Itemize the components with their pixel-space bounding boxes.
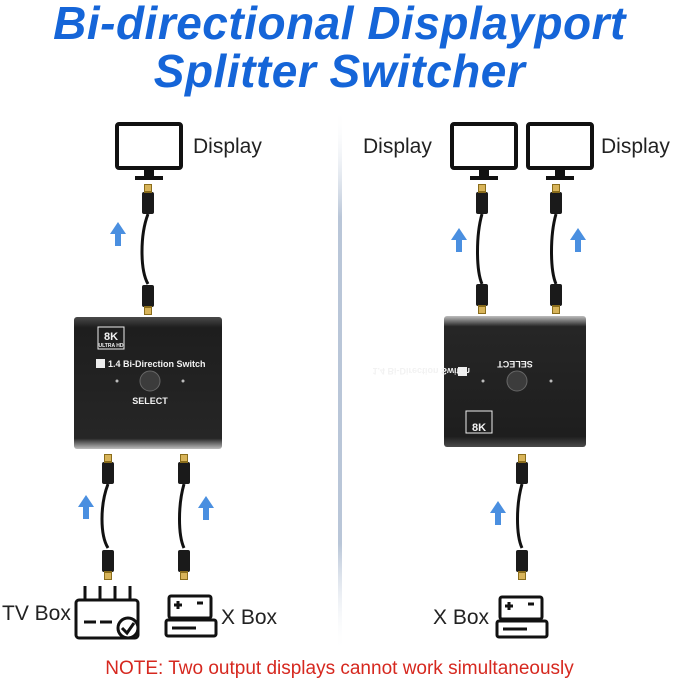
arrow-up-icon — [198, 496, 214, 520]
device-name: 1.4 Bi-Direction Switch — [372, 366, 470, 376]
display-monitor-icon — [450, 122, 518, 182]
device-select-label: SELECT — [132, 396, 168, 406]
title-line-2: Splitter Switcher — [153, 45, 526, 97]
arrow-up-icon — [78, 495, 94, 519]
cable-left-bottom-1 — [100, 454, 114, 580]
arrow-up-icon — [570, 228, 586, 252]
display-label: Display — [193, 135, 262, 158]
center-divider — [338, 108, 342, 653]
arrow-up-icon — [490, 501, 506, 525]
display-label: Display — [363, 135, 432, 158]
display-monitor-icon — [526, 122, 594, 182]
switch-device-left: 8K ULTRA HD 1.4 Bi-Direction Switch SELE… — [74, 317, 222, 449]
switch-device-right: SELECT 1.4 Bi-Direction Switch 8K — [372, 316, 586, 447]
device-name: 1.4 Bi-Direction Switch — [108, 359, 206, 369]
display-monitor-icon — [115, 122, 183, 182]
note-text: NOTE: Two output displays cannot work si… — [105, 658, 574, 679]
display-label: Display — [601, 135, 670, 158]
tv-box-label: TV Box — [2, 602, 71, 625]
x-box-label: X Box — [221, 606, 278, 629]
arrow-up-icon — [451, 228, 467, 252]
cable-right-top-2 — [550, 184, 562, 314]
device-badge: 8K — [472, 422, 486, 434]
arrow-up-icon — [110, 222, 126, 246]
cable-right-top-1 — [476, 184, 488, 314]
device-badge: 8K — [104, 331, 118, 343]
cable-right-bottom — [516, 454, 528, 580]
xbox-icon — [495, 595, 549, 639]
x-box-label: X Box — [433, 606, 490, 629]
cable-left-bottom-2 — [178, 454, 190, 580]
cable-left-top — [140, 184, 154, 315]
device-select-label: SELECT — [497, 359, 533, 369]
device-badge-sub: ULTRA HD — [99, 343, 124, 349]
title-line-1: Bi-directional Displayport — [53, 0, 626, 49]
xbox-icon — [164, 594, 218, 638]
tv-box-icon — [74, 586, 140, 640]
